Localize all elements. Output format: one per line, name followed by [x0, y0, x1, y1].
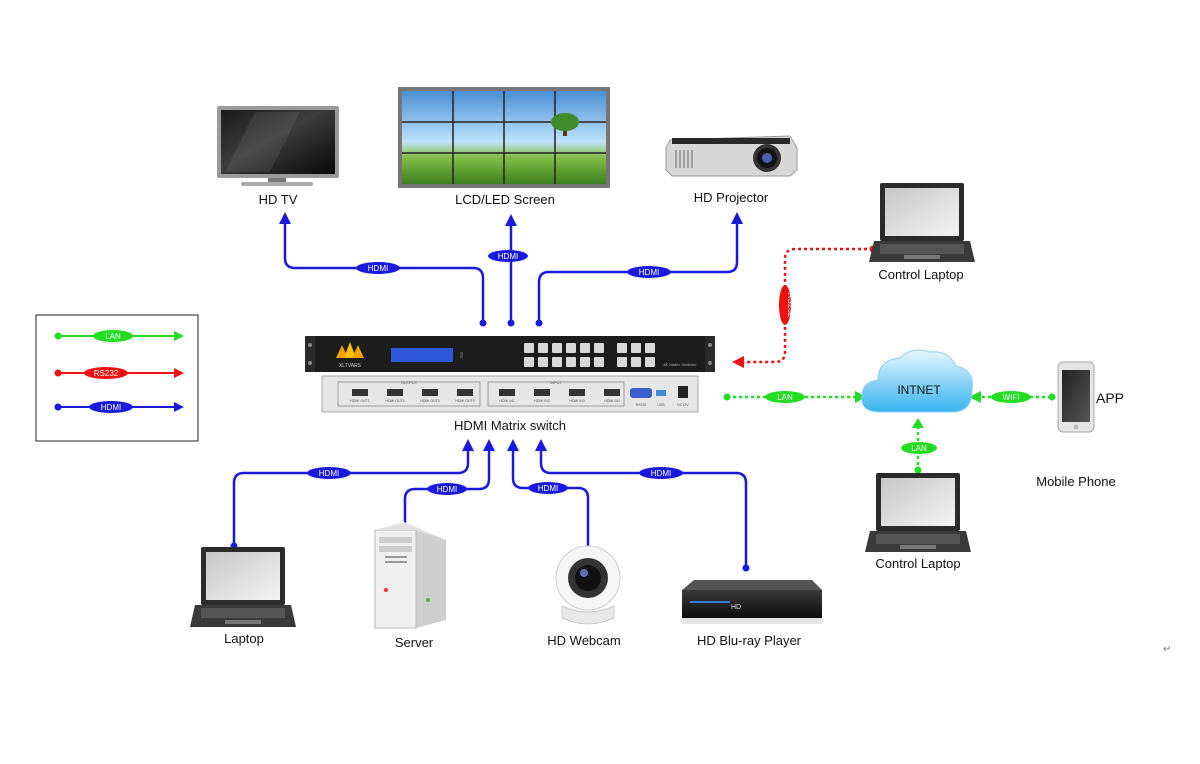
front-buttons [524, 343, 655, 367]
legend: LAN RS232 HDMI [35, 314, 199, 442]
arrow-to-lcd [505, 214, 517, 226]
mobile-phone-icon [1057, 361, 1095, 433]
port-rs232: RS232 [636, 403, 647, 407]
label-lcd-screen: LCD/LED Screen [455, 192, 555, 207]
port-out3: HDMI OUT3 [420, 399, 439, 403]
dot-out2 [507, 319, 515, 327]
rs232-connection: RS232 [732, 245, 877, 368]
pill-hdmi-bluray: HDMI [651, 469, 671, 478]
wifi-dot-phone [1048, 393, 1056, 401]
label-control-laptop-bottom: Control Laptop [875, 556, 960, 571]
server-icon [374, 522, 446, 629]
pill-hdmi-webcam: HDMI [538, 484, 558, 493]
wifi-arrow-internet [969, 391, 981, 403]
matrix-rear-panel: OUTPUT INPUT HDMI OUT1 HDMI OUT2 HDMI OU… [321, 375, 699, 413]
pill-hdmi-lcd: HDMI [498, 252, 518, 261]
pill-lan-matrix: LAN [777, 393, 793, 402]
port-power: DC12V [677, 403, 689, 407]
port-out2: HDMI OUT2 [385, 399, 404, 403]
matrix-switch: XLTVARS 4K Matrix Switcher [305, 336, 715, 413]
arrow-to-tv [279, 212, 291, 224]
port-out4: HDMI OUT4 [455, 399, 474, 403]
control-laptop-top-icon [869, 183, 975, 262]
legend-hdmi-label: HDMI [101, 403, 121, 412]
hdmi-pills: HDMI HDMI HDMI HDMI HDMI HDMI HDMI [307, 250, 683, 495]
pill-hdmi-tv: HDMI [368, 264, 388, 273]
arrow-to-projector [731, 212, 743, 224]
port-usb: USB [657, 403, 665, 407]
dot-out3 [535, 319, 543, 327]
arrow-from-laptop [462, 439, 474, 451]
matrix-front-panel: XLTVARS 4K Matrix Switcher [305, 336, 715, 372]
hdmi-arrowheads [279, 212, 743, 451]
label-hd-projector: HD Projector [694, 190, 769, 205]
label-matrix-switch: HDMI Matrix switch [454, 418, 566, 433]
hd-tv-icon [217, 106, 339, 186]
webcam-icon [555, 545, 621, 625]
control-laptop-bottom-icon [865, 473, 971, 552]
pill-rs232: RS232 [786, 293, 795, 318]
input-group-label: INPUT [550, 380, 563, 385]
lan-dot-laptop [914, 466, 922, 474]
label-app: APP [1096, 390, 1124, 406]
rs232-line [742, 247, 873, 364]
lan-markers [723, 391, 1056, 474]
pill-lan-laptop: LAN [911, 444, 927, 453]
lan-dot-matrix [723, 393, 731, 401]
rs232-arrowhead [732, 356, 744, 368]
pill-wifi: WIFI [1003, 393, 1020, 402]
hdmi-ports [352, 389, 620, 396]
return-mark: ↵ [1163, 644, 1171, 655]
legend-rs232: RS232 [54, 367, 184, 379]
port-in3: HDMI IN3 [569, 399, 584, 403]
port-in2: HDMI IN2 [534, 399, 549, 403]
arrow-from-server [483, 439, 495, 451]
laptop-icon [190, 547, 296, 627]
label-hd-tv: HD TV [259, 192, 298, 207]
lan-arrow-internet-up [912, 418, 924, 428]
label-hd-webcam: HD Webcam [547, 633, 620, 648]
label-mobile-phone: Mobile Phone [1036, 474, 1116, 489]
bluray-player-icon: HD [682, 580, 822, 624]
lan-arrow-internet [855, 391, 867, 403]
arrow-from-webcam [507, 439, 519, 451]
pill-hdmi-projector: HDMI [639, 268, 659, 277]
label-hd-bluray: HD Blu-ray Player [697, 633, 802, 648]
hdmi-line-webcam [511, 449, 590, 549]
port-in4: HDMI IN4 [604, 399, 619, 403]
label-internet: INTNET [897, 383, 941, 397]
front-model-text: 4K Matrix Switcher [663, 362, 697, 367]
hdmi-line-laptop [232, 449, 470, 546]
dot-out1 [479, 319, 487, 327]
projector-icon [665, 135, 798, 177]
legend-hdmi: HDMI [54, 401, 184, 413]
pill-hdmi-server: HDMI [437, 485, 457, 494]
internet-cloud-icon [861, 349, 973, 413]
legend-rs232-label: RS232 [94, 369, 119, 378]
svg-text:HD: HD [731, 604, 741, 611]
legend-lan: LAN [54, 330, 184, 342]
lcd-wall-icon [398, 87, 610, 188]
brand-text: XLTVARS [339, 363, 362, 369]
dot-bluray [742, 564, 750, 572]
port-out1: HDMI OUT1 [350, 399, 369, 403]
arrow-from-bluray [535, 439, 547, 451]
label-laptop: Laptop [224, 631, 264, 646]
label-server: Server [395, 635, 434, 650]
output-group-label: OUTPUT [401, 380, 418, 385]
legend-lan-label: LAN [105, 332, 121, 341]
pill-hdmi-laptop: HDMI [319, 469, 339, 478]
brand-logo: XLTVARS [336, 342, 364, 369]
label-control-laptop-top: Control Laptop [878, 267, 963, 282]
port-in1: HDMI IN1 [499, 399, 514, 403]
